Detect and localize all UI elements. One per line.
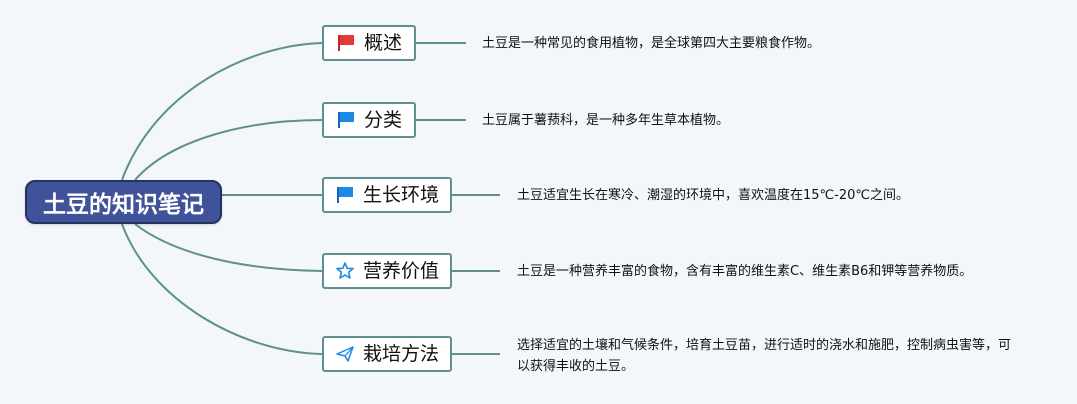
root-topic[interactable]: 土豆的知识笔记	[25, 180, 222, 224]
topic-description-classification: 土豆属于薯蓣科，是一种多年生草本植物。	[482, 113, 730, 128]
topic-overview[interactable]: 概述	[322, 25, 416, 61]
branch-connector-nutrition	[134, 223, 323, 272]
root-topic-label: 土豆的知识笔记	[43, 192, 204, 218]
topic-description-overview: 土豆是一种常见的食用植物，是全球第四大主要粮食作物。	[482, 36, 821, 51]
topic-label: 生长环境	[362, 183, 439, 206]
topic-label: 栽培方法	[362, 342, 439, 365]
topic-description-nutrition: 土豆是一种营养丰富的食物，含有丰富的维生素C、维生素B6和钾等营养物质。	[517, 264, 973, 279]
blue-flag-icon	[336, 110, 356, 130]
red-flag-icon	[336, 33, 356, 53]
branch-connector-classification	[134, 119, 323, 181]
topic-description-growth-environment: 土豆适宜生长在寒冷、潮湿的环境中，喜欢温度在15℃-20℃之间。	[517, 188, 909, 203]
topic-label: 分类	[363, 108, 402, 131]
paper-plane-icon	[335, 344, 355, 364]
topic-cultivation[interactable]: 栽培方法	[322, 336, 452, 372]
topic-description-cultivation: 选择适宜的土壤和气候条件，培育土豆苗，进行适时的浇水和施肥，控制病虫害等，可以获…	[517, 338, 1012, 374]
topic-growth-environment[interactable]: 生长环境	[322, 177, 452, 213]
star-icon	[335, 261, 355, 281]
topic-nutrition[interactable]: 营养价值	[322, 253, 452, 289]
topic-label: 概述	[363, 31, 402, 54]
branch-connector-cultivation	[121, 223, 323, 355]
topic-classification[interactable]: 分类	[322, 102, 416, 138]
topic-label: 营养价值	[362, 259, 439, 282]
blue-flag-icon	[335, 185, 355, 205]
branch-connector-overview	[121, 42, 323, 181]
